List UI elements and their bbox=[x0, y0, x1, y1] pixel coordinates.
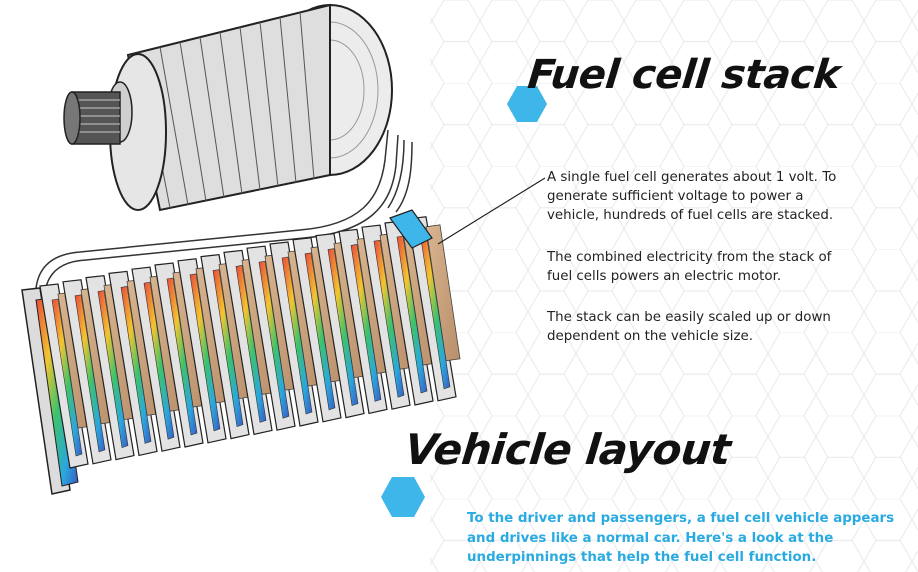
callout-leader-line bbox=[437, 177, 546, 245]
hex-background-pattern bbox=[430, 0, 918, 572]
layout-title-hexagon-icon bbox=[381, 477, 425, 517]
vehicle-layout-title: Vehicle layout bbox=[402, 425, 733, 474]
fuel-cell-plate bbox=[131, 266, 185, 452]
electric-motor-icon bbox=[63, 3, 393, 212]
stack-paragraph-1: A single fuel cell generates about 1 vol… bbox=[547, 170, 837, 223]
stack-paragraph-3: The stack can be easily scaled up or dow… bbox=[547, 310, 831, 344]
stack-paragraph-2: The combined electricity from the stack … bbox=[547, 250, 832, 284]
vehicle-layout-description: To the driver and passengers, a fuel cel… bbox=[467, 511, 895, 565]
stack-title-hexagon-icon bbox=[507, 86, 547, 122]
fuel-cell-stack-title: Fuel cell stack bbox=[525, 52, 843, 98]
fuel-cell-plate bbox=[85, 274, 139, 461]
fuel-cell-plate bbox=[177, 258, 231, 444]
fuel-cell-stack-icon bbox=[21, 177, 546, 495]
fuel-cell-plates bbox=[39, 216, 461, 469]
